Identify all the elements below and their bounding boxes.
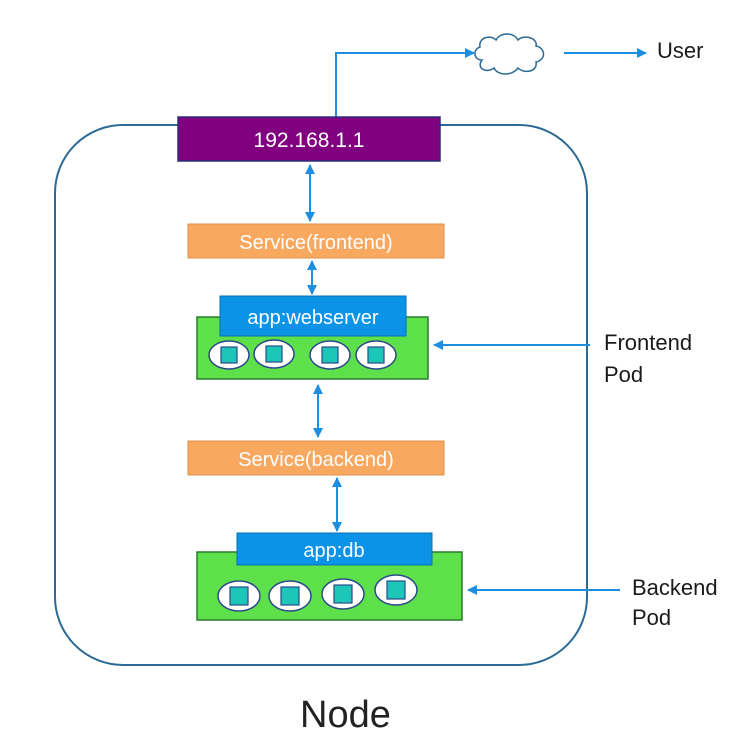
container-icon — [217, 580, 261, 612]
frontend-pod-label: Frontend Pod — [604, 327, 692, 391]
container-icon — [309, 340, 351, 370]
service-backend-text: Service(backend) — [238, 449, 394, 471]
container-icon — [208, 340, 250, 370]
backend-containers — [217, 574, 418, 612]
container-icon — [253, 339, 295, 369]
backend-pod-label: Backend Pod — [632, 573, 718, 633]
app-webserver-text: app:webserver — [247, 307, 379, 329]
service-frontend-text: Service(frontend) — [239, 232, 392, 254]
ip-address-text: 192.168.1.1 — [254, 129, 365, 152]
app-db-label-box — [236, 532, 433, 566]
container-icon — [321, 578, 365, 610]
backend-pod-label-line2: Pod — [632, 605, 672, 630]
frontend-pod-label-line1: Frontend — [604, 330, 693, 355]
node-label: Node — [300, 694, 391, 736]
app-db-text: app:db — [303, 540, 364, 562]
container-icon — [374, 574, 418, 606]
backend-pod-label-line1: Backend — [632, 575, 718, 600]
ip-to-cloud-line — [335, 48, 475, 117]
cloud-icon — [474, 33, 545, 75]
frontend-containers — [208, 339, 397, 370]
ip-address-box — [177, 116, 441, 162]
frontend-pod-label-line2: Pod — [604, 362, 644, 387]
container-icon — [268, 580, 312, 612]
app-webserver-label-box — [219, 295, 407, 337]
service-frontend-box — [187, 223, 445, 259]
service-backend-box — [187, 440, 445, 476]
container-icon — [355, 340, 397, 370]
user-label: User — [657, 38, 704, 63]
